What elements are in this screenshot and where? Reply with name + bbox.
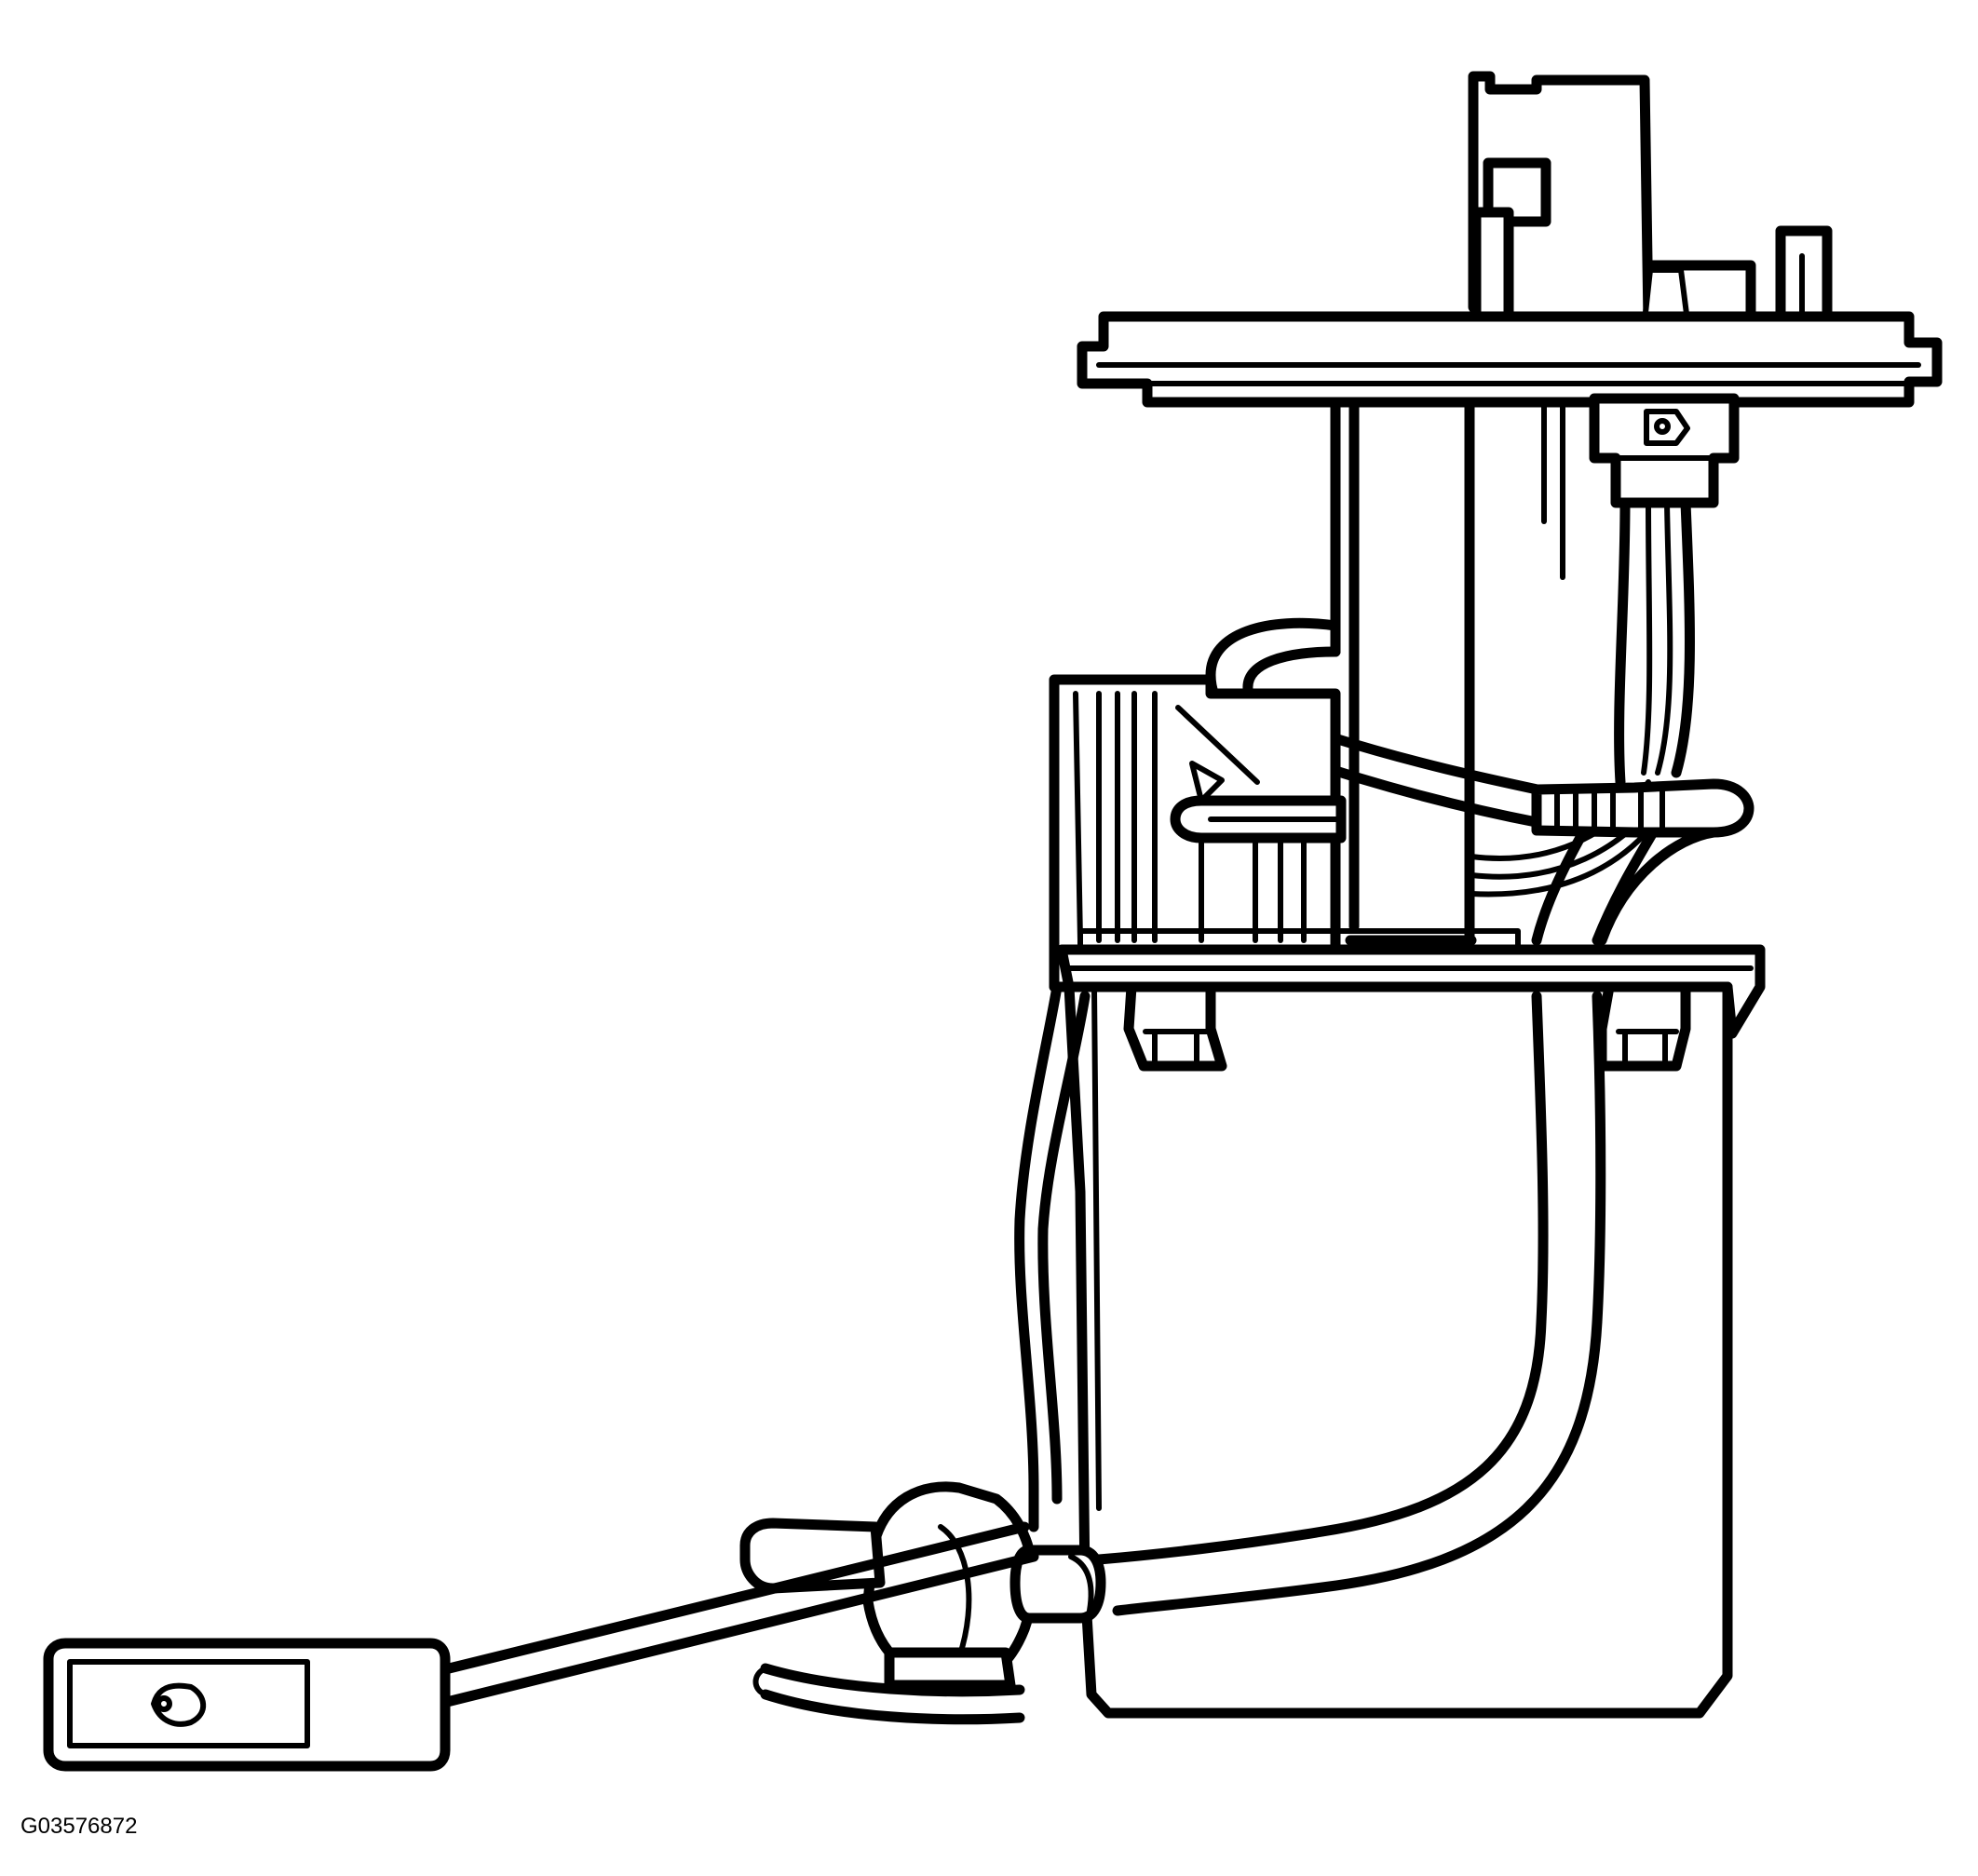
latch-tab-left — [1123, 981, 1227, 1072]
jet-nozzle — [1170, 761, 1347, 844]
fuel-reservoir-bucket — [1064, 981, 1733, 1719]
level-sender-pivot — [739, 1481, 1106, 1725]
hose-clamp — [1531, 778, 1754, 838]
pump-reservoir-column — [1330, 397, 1565, 946]
fuel-supply-line — [1531, 827, 1719, 946]
pickup-tube — [1093, 991, 1606, 1616]
float-arm-rod — [432, 1521, 1039, 1707]
outlet-fitting — [1589, 393, 1740, 508]
fuel-level-float — [43, 1638, 451, 1772]
electrical-connector-housing — [1468, 71, 1833, 327]
float-arm-guide-wire — [1014, 981, 1091, 1532]
module-flange — [1077, 311, 1943, 408]
latch-tab-right — [1596, 981, 1691, 1072]
figure-id-label: G03576872 — [20, 1814, 138, 1839]
